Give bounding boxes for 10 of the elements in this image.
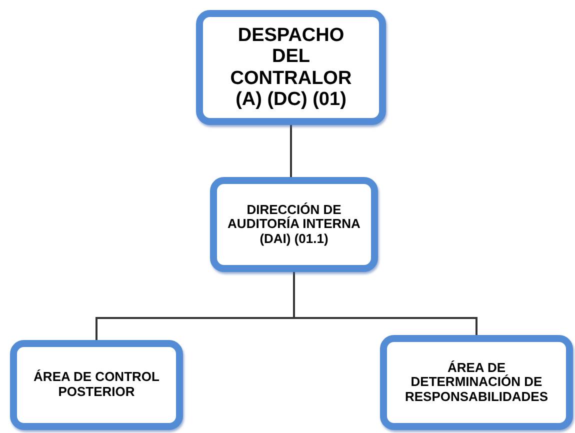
unit-name: ÁREA DE CONTROL POSTERIOR — [32, 370, 160, 400]
unit-name: DESPACHO DEL CONTRALOR (A) (DC) (01) — [229, 24, 353, 110]
org-box — [196, 10, 386, 125]
unit-name: DIRECCIÓN DE AUDITORÍA INTERNA (DAI) (01.1) — [226, 202, 362, 246]
org-box — [380, 335, 573, 430]
unit-name: ÁREA DE DETERMINACIÓN DE RESPONSABILIDADES — [404, 360, 550, 404]
org-box — [210, 177, 378, 272]
org-box — [10, 340, 183, 430]
connector-line — [293, 272, 478, 335]
connector-line — [290, 125, 292, 177]
